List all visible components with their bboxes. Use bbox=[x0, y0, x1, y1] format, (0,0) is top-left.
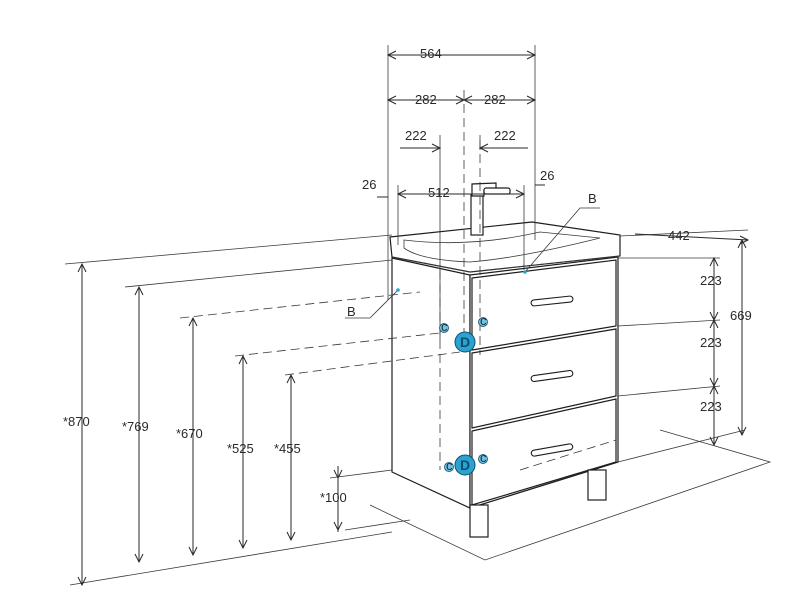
dim-margin-right: 26 bbox=[540, 168, 554, 183]
cabinet bbox=[391, 256, 619, 538]
connection-points bbox=[439, 317, 488, 476]
drawer-handle-bottom bbox=[530, 443, 574, 457]
sink bbox=[389, 221, 621, 273]
dim-height-100: *100 bbox=[320, 490, 347, 505]
dim-width-total: 564 bbox=[420, 46, 442, 61]
drawer-handle-top bbox=[530, 295, 574, 307]
connector-lower-label: D bbox=[460, 457, 470, 473]
dim-half-left: 282 bbox=[415, 92, 437, 107]
dim-drawer-3: 223 bbox=[700, 399, 722, 414]
point-b-top bbox=[523, 270, 527, 274]
port-c-label-1: c bbox=[441, 319, 448, 334]
left-dimension-lines bbox=[64, 234, 461, 587]
point-b-left bbox=[396, 288, 400, 292]
port-c-label-2: c bbox=[480, 313, 487, 328]
dim-height-455: *455 bbox=[274, 441, 301, 456]
dim-drawer-2: 223 bbox=[700, 335, 722, 350]
dim-height-769: *769 bbox=[122, 419, 149, 434]
right-dimension-lines bbox=[617, 229, 750, 463]
leg-front-left bbox=[469, 504, 489, 538]
dim-height-body: 669 bbox=[730, 308, 752, 323]
connector-upper-icon bbox=[454, 331, 476, 353]
top-dimension-lines bbox=[377, 45, 545, 340]
dim-half-right: 282 bbox=[484, 92, 506, 107]
port-c-label-3: c bbox=[446, 458, 453, 473]
drawer-handle-middle bbox=[530, 369, 574, 383]
port-c-label-4: c bbox=[480, 450, 487, 465]
dim-height-670: *670 bbox=[176, 426, 203, 441]
floor-outline bbox=[369, 429, 772, 561]
label-b-top: B bbox=[588, 191, 597, 206]
dim-depth: 442 bbox=[668, 228, 690, 243]
dim-inner-width: 512 bbox=[428, 185, 450, 200]
dim-offset-right: 222 bbox=[494, 128, 516, 143]
dim-margin-left: 26 bbox=[362, 177, 376, 192]
leg-front-right bbox=[587, 469, 607, 501]
connector-upper-label: D bbox=[460, 334, 470, 350]
dim-height-870: *870 bbox=[63, 414, 90, 429]
label-b-left: B bbox=[347, 304, 356, 319]
connector-lower-icon bbox=[454, 454, 476, 476]
dim-offset-left: 222 bbox=[405, 128, 427, 143]
dim-height-525: *525 bbox=[227, 441, 254, 456]
dim-drawer-1: 223 bbox=[700, 273, 722, 288]
